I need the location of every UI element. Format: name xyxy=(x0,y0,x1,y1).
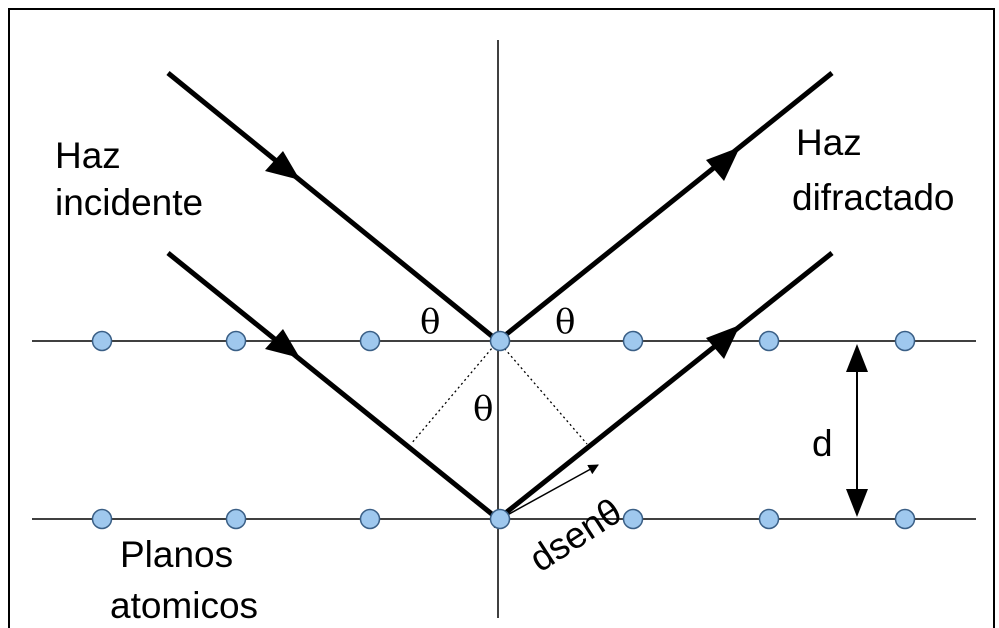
atom-plane1-6 xyxy=(758,330,780,352)
theta-incident-label: θ xyxy=(420,302,440,342)
theta-diffracted-label: θ xyxy=(555,302,575,342)
atomic-planes-label-line2: atomicos xyxy=(110,585,258,626)
incident-arrow-2 xyxy=(265,329,300,358)
diffracted-arrow-1 xyxy=(706,147,740,181)
atom-plane1-4 xyxy=(489,330,511,352)
atom-plane2-7 xyxy=(894,508,916,530)
diffracted-ray-1 xyxy=(496,71,834,343)
diffracted-beam-label-line2: difractado xyxy=(792,177,955,218)
incident-beam-label-line1: Haz xyxy=(55,135,121,176)
atom-plane2-4 xyxy=(489,508,511,530)
incident-ray-1 xyxy=(166,71,500,343)
diagram-frame xyxy=(8,8,995,628)
atom-plane1-1 xyxy=(91,330,113,352)
atom-plane1-5 xyxy=(622,330,644,352)
incident-arrow-1 xyxy=(265,151,300,180)
atom-plane1-2 xyxy=(225,330,247,352)
atom-plane2-1 xyxy=(91,508,113,530)
incident-beam-label-line2: incidente xyxy=(55,182,203,223)
diffracted-beam-label-line1: Haz xyxy=(796,122,862,163)
theta-inner-label: θ xyxy=(473,389,493,429)
diffracted-ray-2 xyxy=(496,251,834,521)
atomic-planes-label-line1: Planos xyxy=(120,534,233,575)
path-difference-label: dsenθ xyxy=(522,490,629,579)
atom-plane1-7 xyxy=(894,330,916,352)
perpendicular-dotted-right xyxy=(497,340,588,445)
diffracted-arrow-2 xyxy=(706,325,740,359)
atom-plane2-2 xyxy=(225,508,247,530)
incident-ray-2 xyxy=(166,251,500,521)
spacing-label: d xyxy=(812,423,833,464)
atom-plane1-3 xyxy=(359,330,381,352)
atom-plane2-5 xyxy=(622,508,644,530)
atom-plane2-6 xyxy=(758,508,780,530)
atoms xyxy=(91,330,916,530)
spacing-arrow-up xyxy=(846,344,868,372)
atom-plane2-3 xyxy=(359,508,381,530)
spacing-arrow-down xyxy=(846,489,868,517)
path-difference-arrow xyxy=(489,464,599,529)
